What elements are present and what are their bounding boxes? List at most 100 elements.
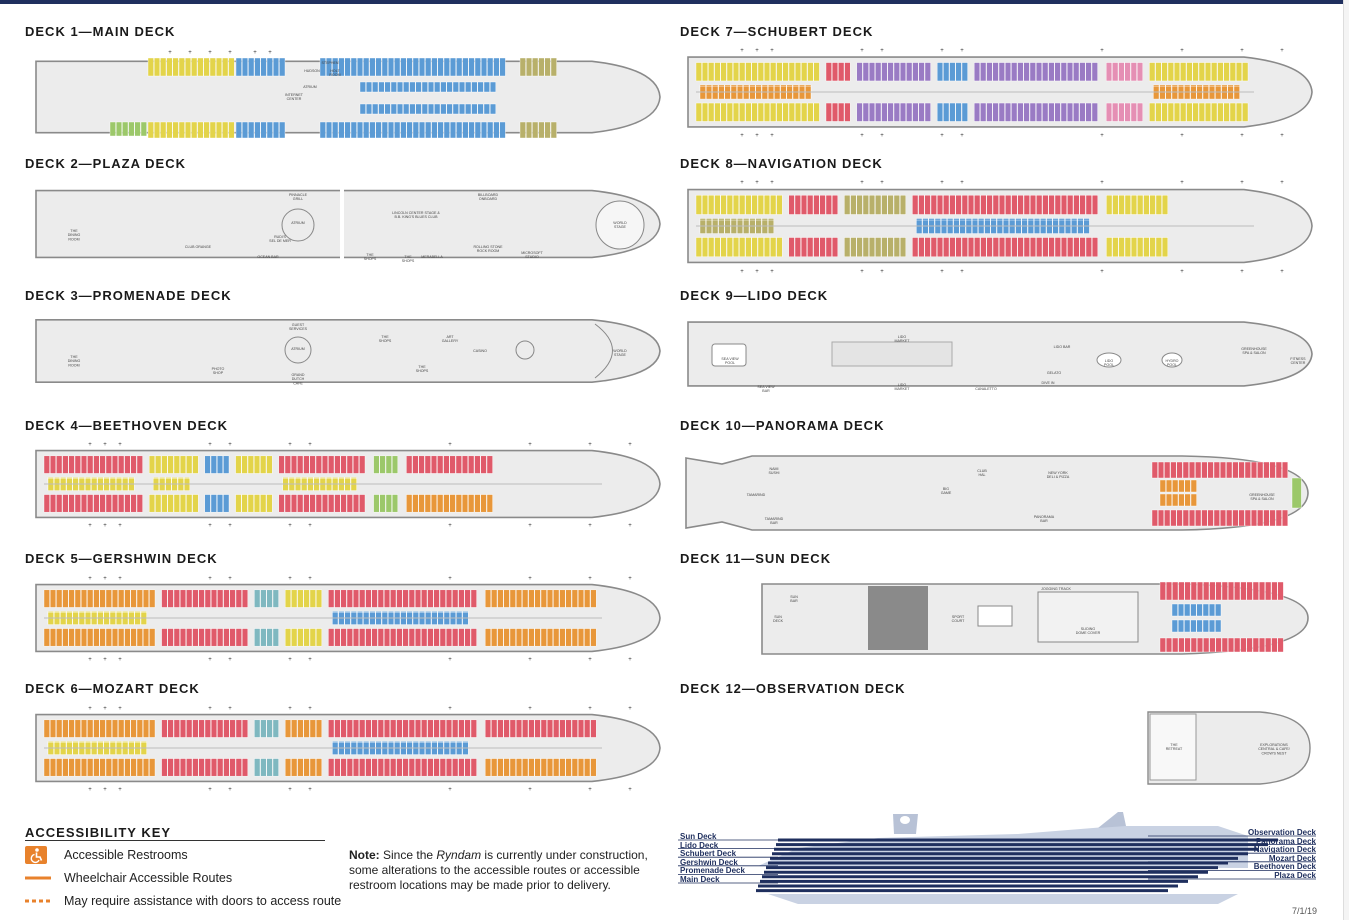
cabin[interactable]	[1217, 62, 1224, 82]
cabin[interactable]	[105, 719, 112, 738]
cabin[interactable]	[1017, 102, 1024, 122]
cabin[interactable]	[247, 455, 254, 474]
cabin[interactable]	[403, 103, 410, 115]
cabin[interactable]	[179, 758, 186, 777]
cabin[interactable]	[421, 589, 428, 608]
cabin[interactable]	[1149, 195, 1156, 215]
cabin[interactable]	[421, 758, 428, 777]
cabin[interactable]	[186, 455, 193, 474]
cabin[interactable]	[1005, 237, 1012, 257]
cabin[interactable]	[346, 455, 353, 474]
cabin[interactable]	[1067, 237, 1074, 257]
cabin[interactable]	[526, 121, 533, 139]
cabin[interactable]	[130, 455, 137, 474]
cabin[interactable]	[167, 494, 174, 513]
cabin[interactable]	[105, 455, 112, 474]
cabin[interactable]	[43, 719, 50, 738]
cabin[interactable]	[1244, 461, 1251, 479]
cabin[interactable]	[509, 758, 516, 777]
cabin[interactable]	[406, 121, 413, 139]
cabin[interactable]	[1131, 237, 1138, 257]
cabin[interactable]	[260, 628, 267, 647]
cabin[interactable]	[924, 195, 931, 215]
cabin[interactable]	[1189, 461, 1196, 479]
cabin[interactable]	[1118, 102, 1125, 122]
cabin[interactable]	[565, 628, 572, 647]
cabin[interactable]	[235, 628, 242, 647]
cabin[interactable]	[737, 85, 744, 100]
cabin[interactable]	[761, 85, 768, 100]
cabin[interactable]	[309, 628, 316, 647]
cabin[interactable]	[359, 494, 366, 513]
cabin[interactable]	[303, 494, 310, 513]
cabin[interactable]	[297, 455, 304, 474]
cabin[interactable]	[210, 589, 217, 608]
cabin[interactable]	[235, 455, 242, 474]
cabin[interactable]	[992, 237, 999, 257]
cabin[interactable]	[516, 758, 523, 777]
cabin[interactable]	[394, 121, 401, 139]
cabin[interactable]	[377, 589, 384, 608]
cabin[interactable]	[924, 62, 931, 82]
cabin[interactable]	[485, 628, 492, 647]
cabin[interactable]	[228, 57, 235, 77]
cabin[interactable]	[534, 758, 541, 777]
cabin[interactable]	[334, 455, 341, 474]
cabin[interactable]	[862, 195, 869, 215]
cabin[interactable]	[266, 589, 273, 608]
cabin[interactable]	[56, 719, 63, 738]
cabin[interactable]	[136, 455, 143, 474]
cabin[interactable]	[415, 719, 422, 738]
cabin[interactable]	[714, 62, 721, 82]
cabin[interactable]	[359, 81, 366, 93]
cabin[interactable]	[68, 628, 75, 647]
cabin[interactable]	[346, 589, 353, 608]
cabin[interactable]	[887, 237, 894, 257]
cabin[interactable]	[503, 719, 510, 738]
cabin[interactable]	[235, 121, 242, 139]
cabin[interactable]	[1205, 102, 1212, 122]
cabin[interactable]	[1017, 62, 1024, 82]
cabin[interactable]	[807, 195, 814, 215]
cabin[interactable]	[559, 628, 566, 647]
cabin[interactable]	[1060, 62, 1067, 82]
cabin[interactable]	[443, 57, 450, 77]
cabin[interactable]	[474, 455, 481, 474]
cabin[interactable]	[695, 195, 702, 215]
cabin[interactable]	[547, 628, 554, 647]
cabin[interactable]	[485, 589, 492, 608]
cabin[interactable]	[439, 719, 446, 738]
cabin[interactable]	[1106, 102, 1113, 122]
cabin[interactable]	[1161, 62, 1168, 82]
cabin[interactable]	[862, 237, 869, 257]
cabin[interactable]	[297, 494, 304, 513]
cabin[interactable]	[1091, 102, 1098, 122]
cabin[interactable]	[491, 758, 498, 777]
cabin[interactable]	[912, 62, 919, 82]
cabin[interactable]	[111, 494, 118, 513]
cabin[interactable]	[425, 57, 432, 77]
cabin[interactable]	[470, 628, 477, 647]
cabin[interactable]	[241, 628, 248, 647]
cabin[interactable]	[1196, 603, 1203, 617]
cabin[interactable]	[1030, 237, 1037, 257]
cabin[interactable]	[1209, 85, 1216, 100]
cabin[interactable]	[1143, 195, 1150, 215]
cabin[interactable]	[477, 81, 484, 93]
cabin[interactable]	[1229, 62, 1236, 82]
cabin[interactable]	[968, 195, 975, 215]
cabin[interactable]	[509, 628, 516, 647]
cabin[interactable]	[1228, 581, 1235, 601]
cabin[interactable]	[745, 195, 752, 215]
cabin[interactable]	[377, 628, 384, 647]
cabin[interactable]	[1106, 237, 1113, 257]
cabin[interactable]	[68, 455, 75, 474]
cabin[interactable]	[868, 195, 875, 215]
cabin[interactable]	[770, 62, 777, 82]
cabin[interactable]	[1215, 85, 1222, 100]
cabin[interactable]	[424, 494, 431, 513]
cabin[interactable]	[757, 237, 764, 257]
cabin[interactable]	[493, 57, 500, 77]
